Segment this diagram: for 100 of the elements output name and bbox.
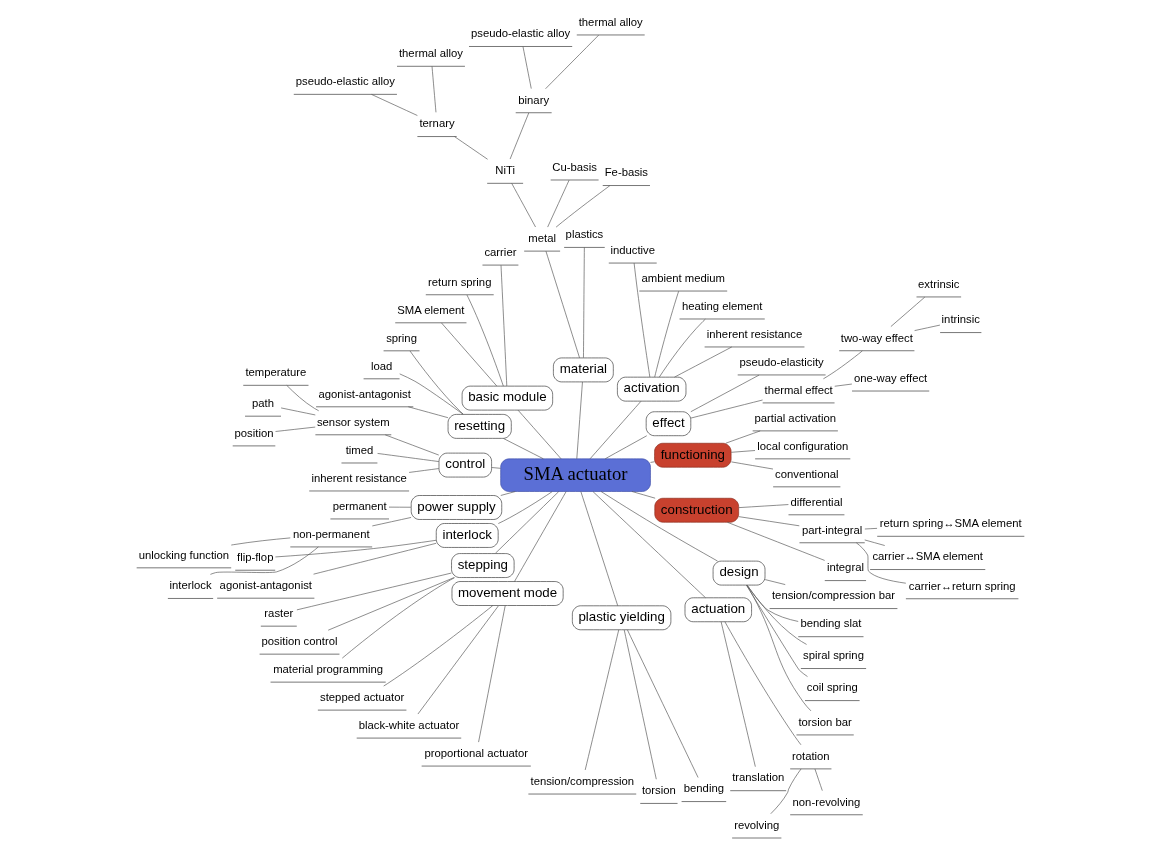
connector <box>522 46 532 89</box>
connector <box>856 542 907 584</box>
connector <box>372 517 412 527</box>
node-box: design <box>712 560 766 586</box>
node-text: black-white actuator <box>358 718 460 731</box>
node-text: material programming <box>273 662 384 675</box>
node-text: carrier↔return spring <box>908 579 1016 592</box>
node-box: actuation <box>684 597 752 623</box>
connector <box>814 768 823 791</box>
node-box: control <box>438 452 492 478</box>
node-box: interlock <box>435 523 499 548</box>
node-box: power supply <box>410 495 503 520</box>
node-text: pseudo-elasticity <box>739 355 824 368</box>
connector <box>623 629 657 780</box>
connector <box>631 491 656 499</box>
node-text: tension/compression <box>530 774 635 787</box>
connector <box>592 491 706 599</box>
connector <box>555 185 611 228</box>
node-text: coil spring <box>806 681 858 694</box>
connector <box>604 435 648 460</box>
node-text: return spring↔SMA element <box>879 517 1022 530</box>
node-text: torsion bar <box>798 715 852 728</box>
node-text: plastics <box>565 228 604 241</box>
node-text: tension/compression bar <box>771 589 896 602</box>
node-text: one-way effect <box>854 371 928 384</box>
node-text: position <box>234 426 274 439</box>
connector <box>454 136 488 160</box>
node-text: spiral spring <box>803 649 864 662</box>
connector <box>296 572 452 611</box>
connector <box>371 94 418 116</box>
connector <box>500 264 508 387</box>
connector <box>431 66 437 113</box>
connector <box>730 450 756 453</box>
connector <box>690 374 760 413</box>
connector <box>724 621 802 746</box>
connector <box>746 584 812 712</box>
node-text: carrier↔SMA element <box>872 550 983 563</box>
node-text: interlock <box>169 579 212 592</box>
connector <box>580 491 619 607</box>
node-text: heating element <box>681 299 763 312</box>
node-text: ambient medium <box>641 271 726 284</box>
node-text: thermal alloy <box>398 47 463 60</box>
connector <box>746 584 807 645</box>
connector <box>500 491 516 496</box>
connector <box>659 318 706 378</box>
connector <box>823 350 863 380</box>
connector <box>633 262 651 378</box>
node-box: basic module <box>461 385 553 411</box>
node-text: timed <box>345 443 374 456</box>
node-text: integral <box>826 561 864 574</box>
connector <box>576 381 583 460</box>
node-text: NiTi <box>495 164 515 177</box>
connector <box>408 468 440 473</box>
node-text: spring <box>386 331 417 344</box>
connector <box>650 461 655 463</box>
connector <box>511 183 536 228</box>
node-text: permanent <box>332 499 387 512</box>
connector <box>327 577 455 631</box>
node-text: non-revolving <box>792 795 861 808</box>
connector <box>738 504 789 508</box>
connector <box>466 294 504 387</box>
node-text: sensor system <box>316 415 390 428</box>
node-text: translation <box>732 771 785 784</box>
node-text: local configuration <box>757 439 849 452</box>
node-text: path <box>252 396 275 409</box>
connector <box>408 406 449 418</box>
node-text: intrinsic <box>941 313 980 326</box>
connector <box>584 629 620 771</box>
node-box: functioning <box>654 442 732 468</box>
node-text: Fe-basis <box>604 166 649 179</box>
node-text: bending slat <box>800 617 862 630</box>
connector <box>746 584 799 622</box>
node-text: inherent resistance <box>706 327 803 340</box>
node-text: flip-flop <box>237 550 274 563</box>
node-text: binary <box>518 93 550 106</box>
connector <box>545 34 600 90</box>
connector <box>864 528 878 530</box>
node-text: Cu-basis <box>552 160 597 173</box>
node-box: SMA actuator <box>500 458 651 492</box>
connector <box>286 385 320 412</box>
node-box: construction <box>654 497 739 523</box>
node-text: inherent resistance <box>311 471 407 484</box>
node-box: stepping <box>451 553 515 578</box>
connector <box>738 516 800 527</box>
connector <box>770 768 802 815</box>
node-box: movement mode <box>451 581 564 606</box>
connector <box>509 112 530 160</box>
connector <box>388 506 412 508</box>
node-text: return spring <box>428 275 492 288</box>
node-box: effect <box>645 411 692 437</box>
node-text: raster <box>264 606 294 619</box>
node-box: material <box>553 357 614 383</box>
node-text: revolving <box>734 818 780 831</box>
node-text: extrinsic <box>918 277 960 290</box>
node-text: agonist-antagonist <box>219 578 312 591</box>
connector <box>674 346 733 378</box>
connector <box>275 426 316 432</box>
connector <box>727 521 825 561</box>
node-text: torsion <box>641 784 676 797</box>
connector <box>478 605 506 743</box>
